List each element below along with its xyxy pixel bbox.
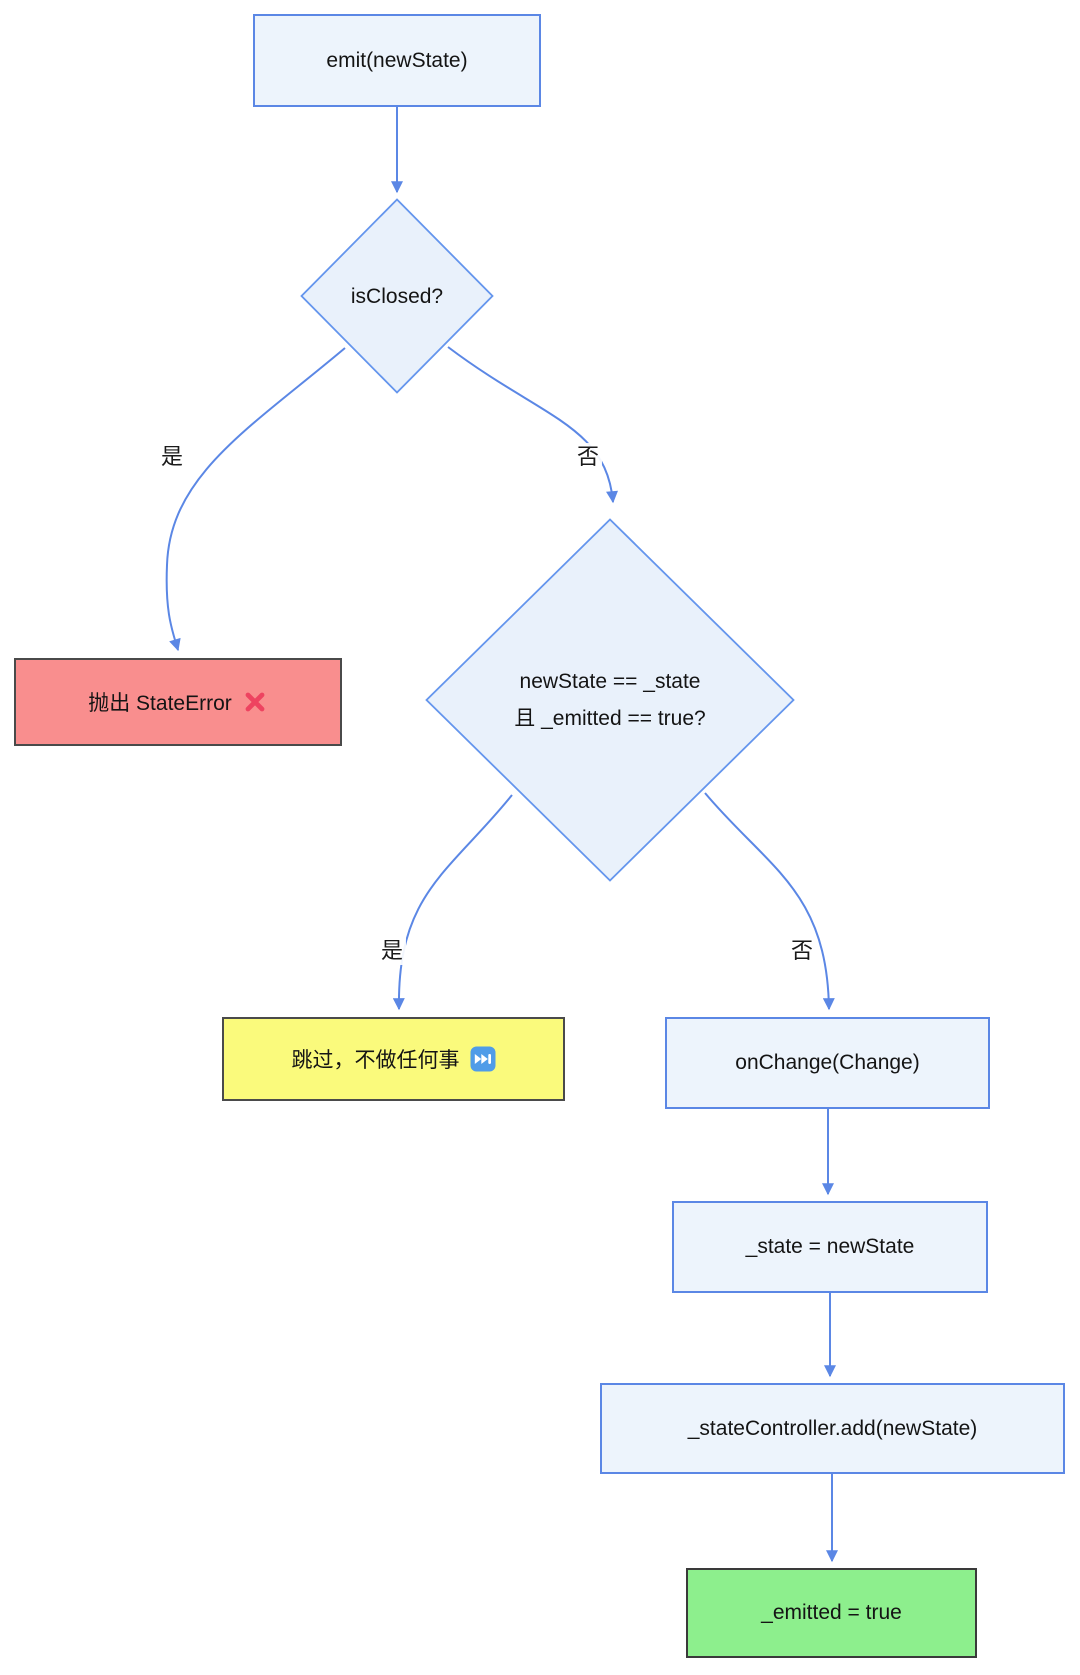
node-on-change-label: onChange(Change) <box>735 1051 920 1074</box>
node-set-state: _state = newState <box>672 1201 988 1293</box>
node-set-state-label: _state = newState <box>745 1235 915 1258</box>
edge-label-isclosed-yes: 是 <box>157 443 187 471</box>
node-state-check-label-line2: 且 _emitted == true? <box>514 707 706 730</box>
node-emitted-true: _emitted = true <box>686 1568 977 1658</box>
node-state-controller-add: _stateController.add(newState) <box>600 1383 1065 1474</box>
node-is-closed: isClosed? <box>300 198 494 394</box>
node-throw-state-error: 抛出 StateError <box>14 658 342 746</box>
edge-label-statecheck-yes: 是 <box>377 937 407 965</box>
node-emitted-true-label: _emitted = true <box>761 1601 902 1624</box>
node-skip-label: 跳过，不做任何事 <box>291 1049 460 1072</box>
node-is-closed-label: isClosed? <box>350 284 444 308</box>
node-emit: emit(newState) <box>253 14 541 107</box>
node-emit-label: emit(newState) <box>326 48 468 72</box>
edge-label-statecheck-no: 否 <box>787 937 817 965</box>
cross-mark-icon <box>242 689 268 715</box>
diamond-shape <box>425 518 795 882</box>
node-on-change: onChange(Change) <box>665 1017 990 1109</box>
diamond-shape <box>300 198 494 394</box>
node-skip: 跳过，不做任何事 <box>222 1017 565 1101</box>
next-track-icon <box>470 1046 496 1072</box>
node-throw-state-error-label: 抛出 StateError <box>88 692 232 715</box>
node-state-check-label-line1: newState == _state <box>519 670 701 693</box>
edge-label-isclosed-no: 否 <box>573 443 603 471</box>
node-state-controller-add-label: _stateController.add(newState) <box>687 1416 978 1440</box>
node-state-check: newState == _state 且 _emitted == true? <box>425 518 795 882</box>
